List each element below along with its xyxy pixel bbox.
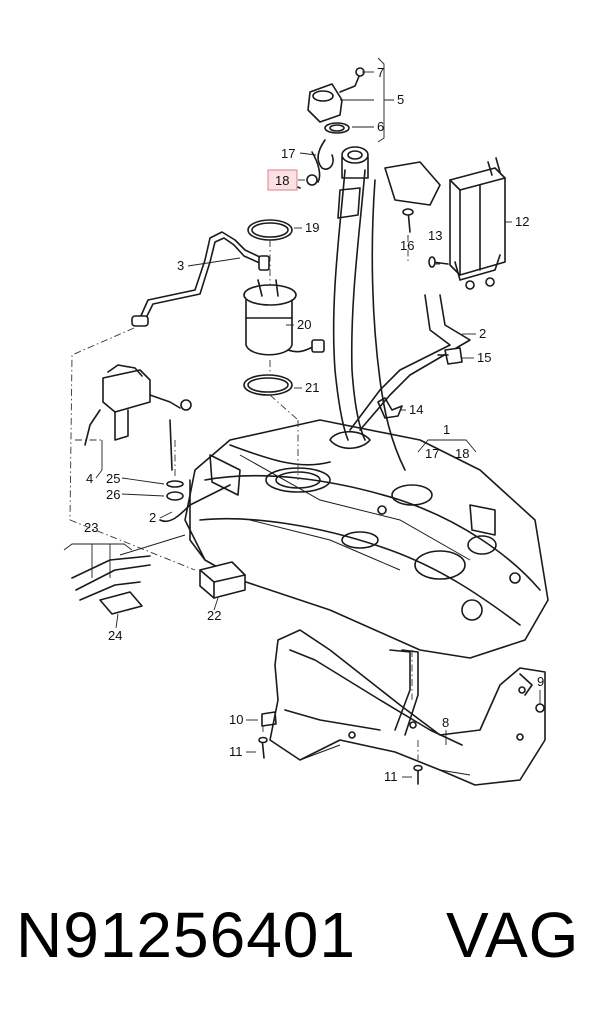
exploded-parts-diagram: 7 5 6 17 18 19 3 20 21 12 13 16 2 15 14 … [63, 57, 549, 786]
callout-7: 7 [377, 65, 384, 80]
callout-labels: 7 5 6 17 18 19 3 20 21 12 13 16 2 15 14 … [84, 65, 544, 784]
fuel-tank [184, 419, 549, 659]
callout-24: 24 [108, 628, 122, 643]
callout-18-highlighted: 18 [275, 173, 289, 188]
callout-14: 14 [409, 402, 423, 417]
callout-9: 9 [537, 674, 544, 689]
clip [377, 397, 403, 419]
callout-18-lower: 18 [455, 446, 469, 461]
part-info-footer: N91256401 VAG [0, 880, 600, 990]
fuel-lines [119, 294, 471, 556]
brand-name: VAG [446, 899, 580, 971]
callout-11-left: 11 [229, 744, 243, 759]
callout-22: 22 [207, 608, 221, 623]
callout-6: 6 [377, 119, 384, 134]
callout-1: 1 [443, 422, 450, 437]
callout-25: 25 [106, 471, 120, 486]
part-3-line [131, 231, 270, 327]
callout-13: 13 [428, 228, 442, 243]
callout-16: 16 [400, 238, 414, 253]
callout-4: 4 [86, 471, 93, 486]
callout-11-right: 11 [384, 769, 398, 784]
heat-shield [258, 629, 546, 786]
clip-15 [437, 347, 463, 365]
sender-unit [84, 364, 192, 501]
assembly-centerlines [69, 235, 419, 760]
wiring-connector [71, 555, 151, 615]
callout-19: 19 [305, 220, 319, 235]
filler-neck [332, 146, 441, 471]
callout-21: 21 [305, 380, 319, 395]
callout-23: 23 [84, 520, 98, 535]
callout-17-lower: 17 [425, 446, 439, 461]
callout-5: 5 [397, 92, 404, 107]
callout-20: 20 [297, 317, 311, 332]
callout-leaders [63, 57, 541, 778]
carbon-canister [449, 157, 506, 290]
control-unit [199, 561, 246, 599]
callout-15: 15 [477, 350, 491, 365]
callout-3: 3 [177, 258, 184, 273]
callout-26: 26 [106, 487, 120, 502]
callout-12: 12 [515, 214, 529, 229]
part-number: N91256401 [16, 899, 356, 971]
callout-2-right: 2 [479, 326, 486, 341]
callout-8: 8 [442, 715, 449, 730]
highlight-box-18 [267, 169, 298, 191]
callout-17-upper: 17 [281, 146, 295, 161]
callout-2-left: 2 [149, 510, 156, 525]
callout-10: 10 [229, 712, 243, 727]
